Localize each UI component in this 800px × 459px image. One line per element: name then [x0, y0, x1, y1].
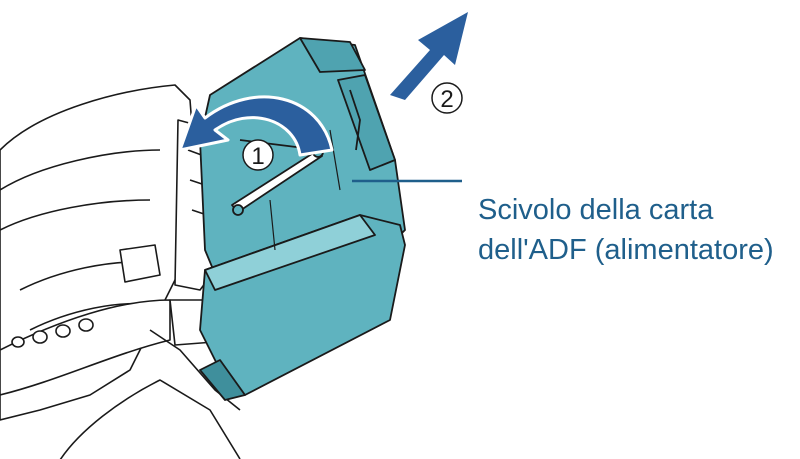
adf-paper-chute — [199, 37, 406, 401]
callout-line-1: Scivolo della carta — [478, 194, 714, 226]
callout-label: Scivolo della carta dell'ADF (alimentato… — [478, 190, 774, 270]
arrow-up-right-icon — [390, 12, 468, 100]
step-2-number: 2 — [440, 86, 453, 113]
step-1-badge: 1 — [242, 139, 274, 171]
callout-line-2: dell'ADF (alimentatore) — [478, 234, 774, 266]
step-2-badge: 2 — [431, 82, 463, 114]
step-1-number: 1 — [251, 143, 264, 170]
curved-arrow-icon — [178, 95, 334, 157]
